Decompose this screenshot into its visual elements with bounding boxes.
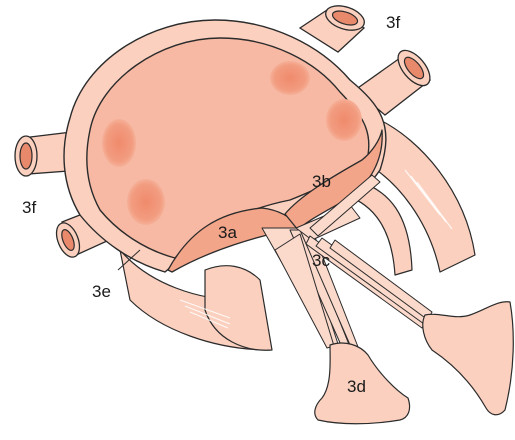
vein-orifice-top	[270, 61, 310, 95]
vein-orifice-left-upper	[102, 119, 136, 167]
label-papillary: 3d	[347, 377, 366, 396]
label-ventricular-wall: 3e	[92, 282, 111, 301]
label-anterior-leaflet: 3a	[218, 223, 237, 242]
label-vessels-top: 3f	[386, 13, 400, 32]
papillary-muscle-right	[423, 302, 513, 415]
vessel-top-upper	[300, 1, 367, 52]
label-chordae: 3c	[312, 251, 330, 270]
label-vessels-left: 3f	[22, 198, 36, 217]
label-posterior-leaflet: 3b	[312, 172, 331, 191]
vein-orifice-right	[326, 99, 362, 141]
chorda-8	[330, 240, 432, 320]
vein-orifice-left-lower	[127, 179, 165, 225]
